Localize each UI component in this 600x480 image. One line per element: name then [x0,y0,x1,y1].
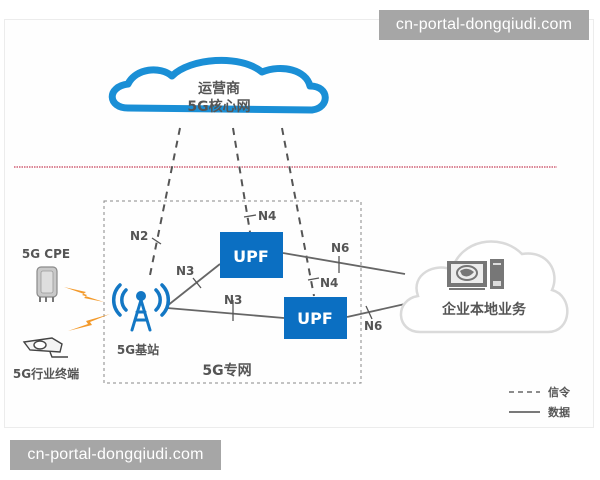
core-cloud-line1: 运营商 [198,80,240,97]
device-terminal-label: 5G行业终端 [13,366,79,381]
upf-node-1-label: UPF [233,247,269,266]
computer-globe-icon [447,259,504,290]
legend-signaling-label: 信令 [548,385,571,399]
legend-data-label: 数据 [548,405,570,419]
interface-n4b-label: N4 [320,276,338,290]
tower-antenna-dot [136,291,146,301]
interface-n3b-label: N3 [224,293,242,307]
private-network-label: 5G专网 [202,362,251,379]
data-lines [166,252,406,319]
cell-tower-icon [112,283,170,332]
signaling-lines [148,127,315,297]
legend: 信令 数据 [509,385,571,419]
watermark-top: cn-portal-dongqiudi.com [379,10,589,40]
interface-n2-label: N2 [130,229,148,243]
camera-terminal-icon [22,337,68,358]
wireless-link-icons [64,287,110,331]
interface-ticks [151,214,373,321]
cpe-device-icon [36,266,58,302]
interface-n4a-label: N4 [258,209,276,223]
interface-n6a-label: N6 [331,241,349,255]
interface-n6b-label: N6 [364,319,382,333]
private-network-boundary [103,200,362,384]
core-cloud-line2: 5G核心网 [187,98,250,115]
operator-core-cloud [108,56,329,114]
upf-node-1 [220,232,283,278]
upf-node-2 [284,297,347,339]
enterprise-service-label: 企业本地业务 [441,301,527,318]
upf-node-2-label: UPF [297,309,333,328]
base-station-label: 5G基站 [117,342,159,357]
interface-n3a-label: N3 [176,264,194,278]
device-cpe-label: 5G CPE [22,247,70,261]
watermark-bottom: cn-portal-dongqiudi.com [10,440,221,470]
